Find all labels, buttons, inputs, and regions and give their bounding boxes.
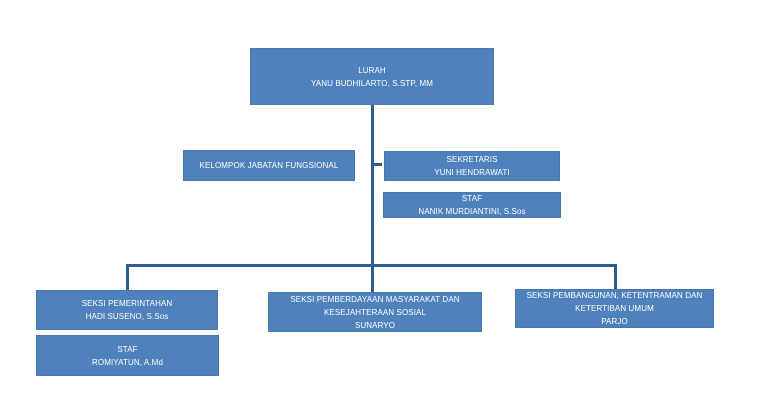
seksi-pemberdayaan-title-line2: KESEJAHTERAAN SOSIAL <box>323 307 427 317</box>
lurah-name: YANU BUDHILARTO, S.STP, MM <box>310 78 434 88</box>
staf-pemerintahan-box: STAF ROMIYATUN, A.Md <box>36 335 219 376</box>
lurah-box: LURAH YANU BUDHILARTO, S.STP, MM <box>250 48 494 105</box>
connector-sekretaris-stub <box>371 163 382 166</box>
seksi-pemberdayaan-title-line1: SEKSI PEMBERDAYAAN MASYARAKAT DAN <box>290 294 460 304</box>
seksi-pemerintahan-box: SEKSI PEMERINTAHAN HADI SUSENO, S.Sos <box>36 290 218 330</box>
seksi-pembangunan-box: SEKSI PEMBANGUNAN, KETENTRAMAN DAN KETER… <box>515 289 714 328</box>
staf-sekretaris-title: STAF <box>461 194 483 203</box>
seksi-pemberdayaan-name: SUNARYO <box>354 320 396 330</box>
sekretaris-title: SEKRETARIS <box>446 155 498 164</box>
seksi-pembangunan-title-line1: SEKSI PEMBANGUNAN, KETENTRAMAN DAN <box>526 291 703 300</box>
seksi-pembangunan-title-line2: KETERTIBAN UMUM <box>575 304 654 313</box>
connector-drop-pemberdayaan <box>371 264 374 293</box>
kelompok-jabatan-fungsional-box: KELOMPOK JABATAN FUNGSIONAL <box>183 150 355 181</box>
staf-sekretaris-name: NANIK MURDIANTINI, S.Sos <box>418 207 526 216</box>
sekretaris-name: YUNI HENDRAWATI <box>434 168 510 177</box>
connector-drop-pemerintahan <box>126 264 129 290</box>
connector-drop-pembangunan <box>614 264 617 289</box>
staf-sekretaris-box: STAF NANIK MURDIANTINI, S.Sos <box>383 192 561 218</box>
staf-pemerintahan-title: STAF <box>117 344 138 354</box>
sekretaris-box: SEKRETARIS YUNI HENDRAWATI <box>384 151 560 181</box>
seksi-pembangunan-name: PARJO <box>601 317 628 326</box>
lurah-title: LURAH <box>358 65 386 75</box>
staf-pemerintahan-name: ROMIYATUN, A.Md <box>92 357 163 367</box>
seksi-pemberdayaan-box: SEKSI PEMBERDAYAAN MASYARAKAT DAN KESEJA… <box>268 292 482 332</box>
kelompok-title: KELOMPOK JABATAN FUNGSIONAL <box>199 161 339 170</box>
seksi-pemerintahan-name: HADI SUSENO, S.Sos <box>85 312 169 321</box>
connector-vertical-main <box>371 105 374 266</box>
seksi-pemerintahan-title: SEKSI PEMERINTAHAN <box>81 299 173 308</box>
